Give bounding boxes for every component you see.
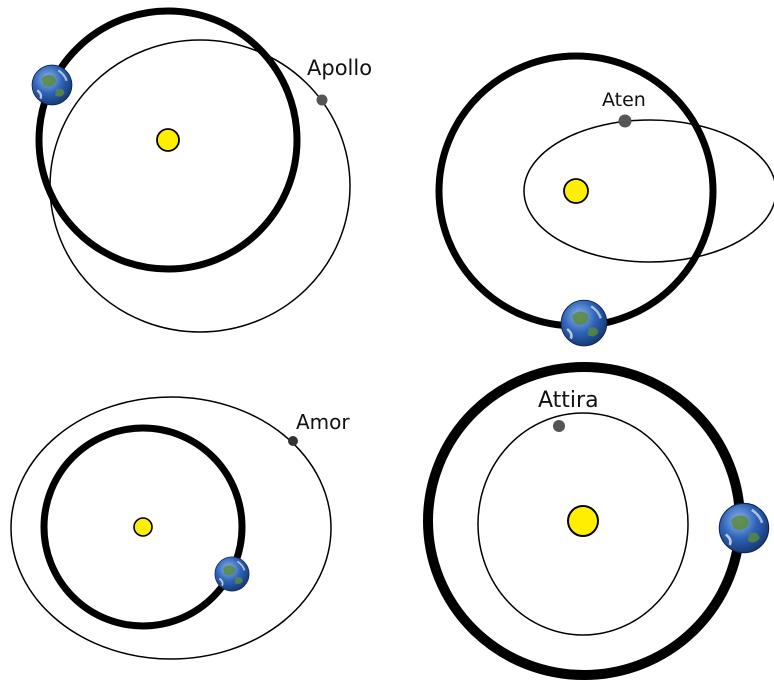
amor-asteroid-orbit <box>10 396 332 660</box>
amor-label: Amor <box>296 410 350 434</box>
aten-label: Aten <box>602 89 646 111</box>
panel-aten: Aten <box>435 52 774 347</box>
atira-label: Attira <box>538 388 599 413</box>
asteroid-icon <box>553 420 565 432</box>
earth-icon <box>560 299 608 347</box>
panel-atira: Attira <box>423 362 770 680</box>
earth-icon <box>214 556 250 592</box>
asteroid-icon <box>618 114 632 128</box>
sun-icon <box>563 178 589 204</box>
sun-icon <box>133 517 153 537</box>
earth-icon <box>31 64 73 106</box>
aten-asteroid-orbit <box>523 119 774 263</box>
earth-icon <box>718 502 770 554</box>
apollo-asteroid-orbit <box>49 39 351 333</box>
sun-icon <box>156 128 180 152</box>
apollo-label: Apollo <box>307 56 372 80</box>
asteroid-icon <box>288 436 298 446</box>
asteroid-icon <box>316 94 328 106</box>
apollo-earth-orbit <box>35 7 301 273</box>
atira-asteroid-orbit <box>477 412 689 636</box>
sun-icon <box>567 505 599 537</box>
panel-amor: Amor <box>10 396 350 660</box>
amor-earth-orbit <box>40 424 246 630</box>
panel-apollo: Apollo <box>31 7 372 333</box>
